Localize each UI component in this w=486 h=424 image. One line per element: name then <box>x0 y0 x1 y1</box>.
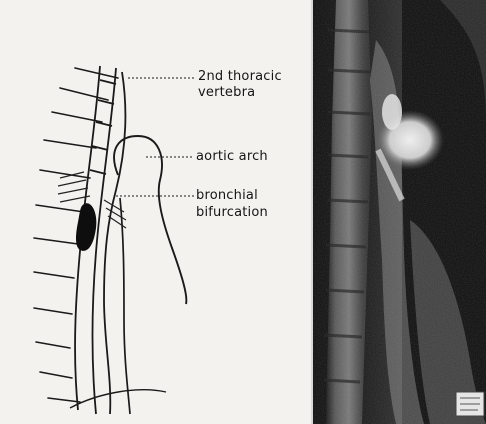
label-bronchial-line1: bronchial <box>196 189 258 203</box>
xray-image <box>312 0 486 424</box>
label-vertebra-line1: 2nd thoracic <box>198 70 282 84</box>
label-aortic-arch: aortic arch <box>196 150 268 164</box>
label-bronchial-line2: bifurcation <box>196 206 268 220</box>
label-vertebra-line2: vertebra <box>198 86 255 100</box>
